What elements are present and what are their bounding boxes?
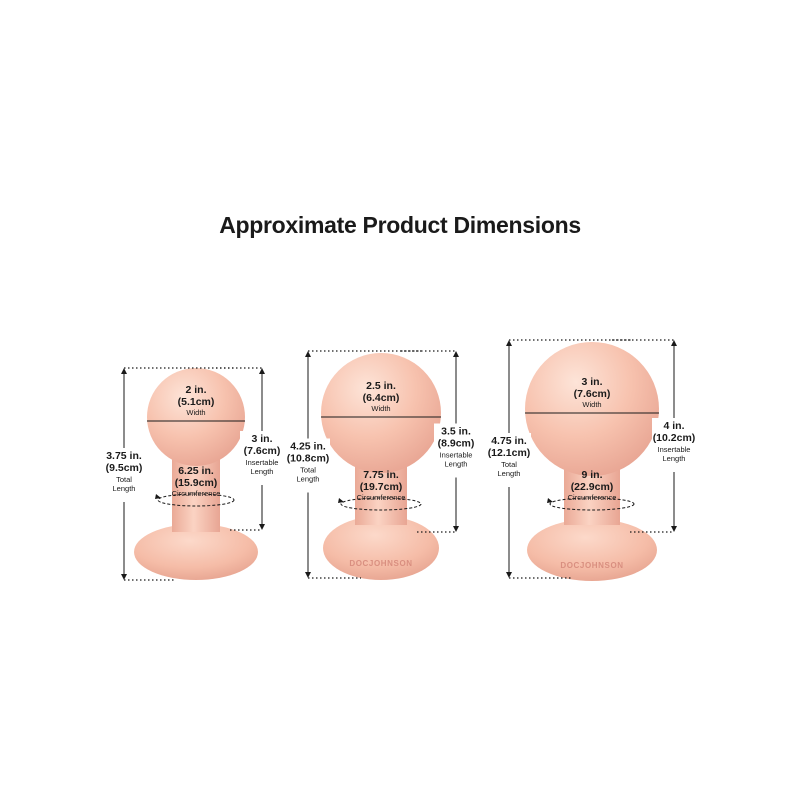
arrow-down-icon — [671, 526, 677, 532]
width-value: 3 in. — [581, 376, 602, 388]
width-metric: (5.1cm) — [178, 396, 215, 408]
total-value: 3.75 in. — [106, 450, 142, 462]
circumference-metric: (19.7cm) — [360, 481, 403, 493]
circumference-arrow-icon — [338, 498, 344, 503]
circumference-ring — [549, 497, 635, 511]
width-metric: (6.4cm) — [363, 392, 400, 404]
product-base — [323, 516, 439, 580]
insertable-label-bg — [434, 423, 478, 478]
brand-logo: DOCJOHNSON — [349, 559, 412, 568]
total-label-bg — [286, 438, 330, 493]
insertable-label: Insertable — [246, 458, 279, 467]
total-label-bg — [487, 433, 531, 487]
total-metric: (9.5cm) — [106, 462, 143, 474]
arrow-up-icon — [453, 351, 459, 357]
total-label-bg — [102, 448, 146, 502]
total-value: 4.75 in. — [491, 435, 527, 447]
total-label-2: Length — [297, 475, 320, 484]
insertable-metric: (8.9cm) — [438, 438, 475, 450]
product-ball — [525, 342, 659, 476]
total-label: Total — [501, 460, 517, 469]
insertable-label-2: Length — [251, 467, 274, 476]
total-label: Total — [116, 475, 132, 484]
product-1: 2 in.(5.1cm)Width 6.25 in.(15.9cm)Circumf… — [102, 367, 284, 581]
product-base — [527, 519, 657, 581]
circumference-arrow-icon — [547, 498, 553, 503]
total-metric: (10.8cm) — [287, 453, 330, 465]
arrow-down-icon — [259, 524, 265, 530]
arrow-up-icon — [121, 368, 127, 374]
total-label: Total — [300, 466, 316, 475]
insertable-label-2: Length — [663, 454, 686, 463]
total-metric: (12.1cm) — [488, 447, 531, 459]
arrow-down-icon — [453, 526, 459, 532]
width-label: Width — [186, 408, 205, 417]
circumference-value: 7.75 in. — [363, 469, 399, 481]
arrow-up-icon — [671, 340, 677, 346]
insertable-value: 4 in. — [663, 420, 684, 432]
arrow-down-icon — [305, 572, 311, 578]
product-ball — [321, 353, 441, 473]
insertable-metric: (10.2cm) — [653, 432, 696, 444]
insertable-label-bg — [652, 418, 696, 472]
arrow-up-icon — [305, 351, 311, 357]
insertable-label: Insertable — [658, 445, 691, 454]
arrow-down-icon — [506, 572, 512, 578]
arrow-up-icon — [259, 368, 265, 374]
width-metric: (7.6cm) — [574, 388, 611, 400]
insertable-label-2: Length — [445, 460, 468, 469]
insertable-label-bg — [240, 431, 284, 485]
total-label-2: Length — [498, 469, 521, 478]
arrow-up-icon — [506, 340, 512, 346]
circumference-label: Circumference — [568, 493, 617, 502]
circumference-value: 6.25 in. — [178, 465, 214, 477]
circumference-ring — [340, 497, 422, 511]
insertable-metric: (7.6cm) — [244, 445, 281, 457]
width-value: 2.5 in. — [366, 380, 396, 392]
circumference-arrow-icon — [155, 494, 161, 499]
width-value: 2 in. — [185, 384, 206, 396]
total-value: 4.25 in. — [290, 441, 326, 453]
arrow-down-icon — [121, 574, 127, 580]
circumference-ring — [157, 493, 235, 507]
insertable-value: 3 in. — [251, 433, 272, 445]
page-title: Approximate Product Dimensions — [219, 212, 581, 238]
insertable-label: Insertable — [440, 451, 473, 460]
circumference-metric: (22.9cm) — [571, 481, 614, 493]
width-label: Width — [582, 400, 601, 409]
product-base — [134, 524, 258, 580]
product-ball — [147, 368, 245, 466]
product-3: DOCJOHNSON 3 in.(7.6cm)Width 9 in.(22.9cm)… — [487, 339, 696, 581]
circumference-metric: (15.9cm) — [175, 477, 218, 489]
circumference-value: 9 in. — [581, 469, 602, 481]
total-label-2: Length — [113, 484, 136, 493]
circumference-label: Circumference — [172, 489, 221, 498]
insertable-value: 3.5 in. — [441, 426, 471, 438]
product-2: DOCJOHNSON 2.5 in.(6.4cm)Width 7.75 in.(19… — [286, 350, 478, 580]
brand-logo: DOCJOHNSON — [560, 561, 623, 570]
circumference-label: Circumference — [357, 493, 406, 502]
width-label: Width — [371, 404, 390, 413]
